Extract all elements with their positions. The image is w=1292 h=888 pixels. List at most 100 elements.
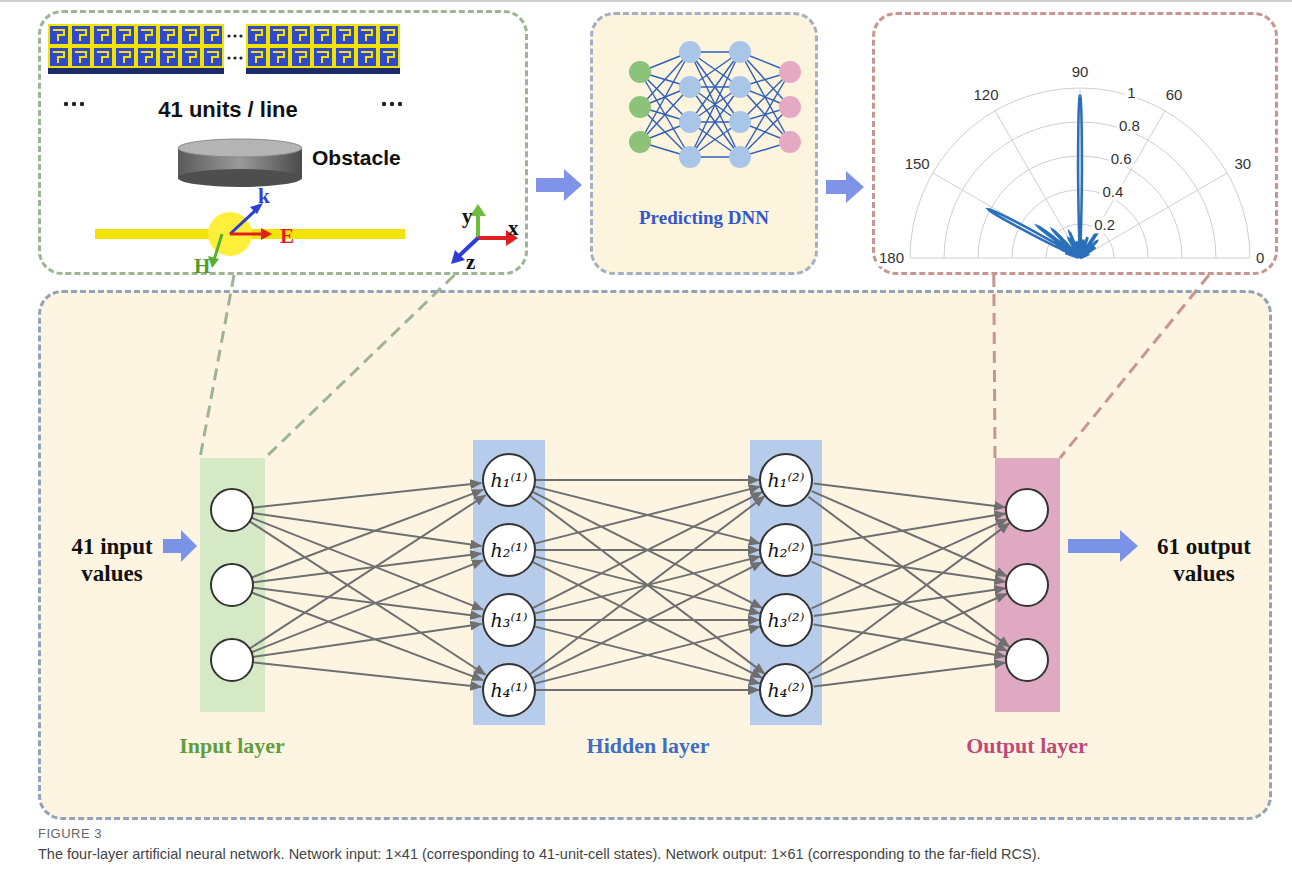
output-neuron (1006, 639, 1048, 681)
axis-label: y (462, 206, 473, 227)
neuron-label: h₃⁽¹⁾ (491, 609, 528, 631)
network-panel: 41 input values61 output valuesInput lay… (38, 290, 1272, 820)
input-neuron (211, 564, 253, 606)
tick-label: 0.2 (1092, 216, 1117, 233)
flow-arrow (826, 171, 864, 203)
tick-label: 0.6 (1109, 150, 1134, 167)
hidden-neuron: h₄⁽²⁾ (759, 663, 813, 717)
link-arrow (536, 689, 759, 691)
polar-plot (910, 88, 1250, 258)
wave-vector-label: k (258, 186, 270, 207)
input-layer: Input layer (200, 458, 265, 712)
output-arrow (1068, 530, 1138, 562)
panel-fill (39, 291, 1271, 819)
mini-neuron (729, 111, 751, 133)
layer-label: Hidden layer (587, 733, 710, 758)
mini-neuron (629, 131, 651, 153)
mini-neuron (779, 131, 801, 153)
angle-label: 180 (877, 249, 906, 266)
zoom-lines (994, 275, 1209, 458)
angle-label: 150 (903, 155, 932, 172)
mini-neuron (729, 41, 751, 63)
neuron-label: h₂⁽²⁾ (768, 539, 805, 561)
network-links (211, 483, 1048, 687)
mini-neuron (679, 146, 701, 168)
hidden-band (750, 440, 822, 725)
panel-fill (873, 13, 1277, 274)
link-arrow (533, 492, 762, 608)
hidden-neuron: h₁⁽¹⁾ (482, 453, 536, 507)
angle-label: 60 (1164, 87, 1185, 104)
neuron-label: h₁⁽¹⁾ (491, 469, 528, 491)
coordinate-axes (451, 204, 518, 264)
panel-fill (39, 11, 527, 274)
tick-label: 0.4 (1100, 183, 1125, 200)
hidden-neuron: h₃⁽²⁾ (759, 593, 813, 647)
neuron-label: h₁⁽²⁾ (768, 469, 805, 491)
input-band (200, 458, 265, 712)
angle-label: 90 (1070, 63, 1091, 80)
io-label: 41 input values (62, 533, 162, 587)
mini-neuron (679, 111, 701, 133)
obstacle-cylinder (178, 139, 302, 187)
angle-label: 0 (1254, 249, 1266, 266)
link-arrow (535, 627, 760, 684)
panel-label: Predicting DNN (639, 207, 769, 229)
angle-label: 120 (971, 87, 1000, 104)
mini-network (629, 41, 801, 168)
hidden-neuron: h₃⁽¹⁾ (482, 593, 536, 647)
layer-label: Output layer (966, 733, 1088, 758)
link-arrow (533, 492, 762, 608)
mini-neuron (679, 76, 701, 98)
neuron-label: h₄⁽²⁾ (768, 679, 805, 701)
plane-wave-source (95, 203, 405, 268)
mini-neuron (729, 76, 751, 98)
tick-label: 1 (1125, 84, 1137, 101)
obstacle-label: Obstacle (312, 146, 401, 170)
metasurface (48, 24, 402, 106)
input-neuron (211, 489, 253, 531)
top-rule (0, 0, 1292, 2)
dnn-panel: Predicting DNN (590, 12, 818, 275)
axis-label: x (508, 218, 519, 239)
panel-label: 41 units / line (158, 97, 297, 122)
link-arrow (531, 496, 765, 673)
hidden-band (473, 440, 545, 725)
mini-neuron (729, 146, 751, 168)
link-arrow (535, 627, 760, 684)
mini-neuron (679, 41, 701, 63)
figure-number: FIGURE 3 (38, 826, 102, 841)
neuron-label: h₃⁽²⁾ (768, 609, 805, 631)
hidden-neuron: h₂⁽²⁾ (759, 523, 813, 577)
angle-label: 30 (1232, 155, 1253, 172)
figure-caption: The four-layer artificial neural network… (38, 845, 1272, 864)
io-label: 61 output values (1148, 533, 1260, 587)
hidden-neuron: h₁⁽²⁾ (759, 453, 813, 507)
panel-fill (591, 13, 817, 274)
output-band (995, 458, 1060, 712)
rcs-panel: 90 1 120 60 0.8 0.6 0.4 150 30 0.2 180 0 (872, 12, 1278, 275)
mini-neuron (779, 96, 801, 118)
mini-neuron (629, 61, 651, 83)
layer-label: Input layer (179, 733, 285, 758)
mini-neuron (629, 96, 651, 118)
link-arrow (535, 487, 760, 544)
hidden-neuron: h₄⁽¹⁾ (482, 663, 536, 717)
neuron-label: h₄⁽¹⁾ (491, 679, 528, 701)
radiation-pattern (988, 95, 1100, 258)
output-neuron (1006, 564, 1048, 606)
neuron-label: h₂⁽¹⁾ (491, 539, 528, 561)
link-arrow (533, 562, 762, 678)
h-field-label: H (194, 256, 210, 277)
e-field-label: E (280, 226, 294, 247)
input-neuron (211, 639, 253, 681)
axis-label: z (466, 252, 475, 273)
link-arrow (531, 496, 765, 673)
tick-label: 0.8 (1117, 117, 1142, 134)
input-arrow (163, 530, 197, 562)
output-neuron (1006, 489, 1048, 531)
zoom-lines (200, 275, 455, 458)
link-arrow (535, 487, 760, 544)
hidden-layer: Hidden layer h₁⁽¹⁾ h₂⁽¹⁾ h₃⁽¹⁾ h₄⁽¹⁾ h₁⁽²⁾ h₂⁽… (470, 437, 825, 767)
mini-neuron (779, 61, 801, 83)
